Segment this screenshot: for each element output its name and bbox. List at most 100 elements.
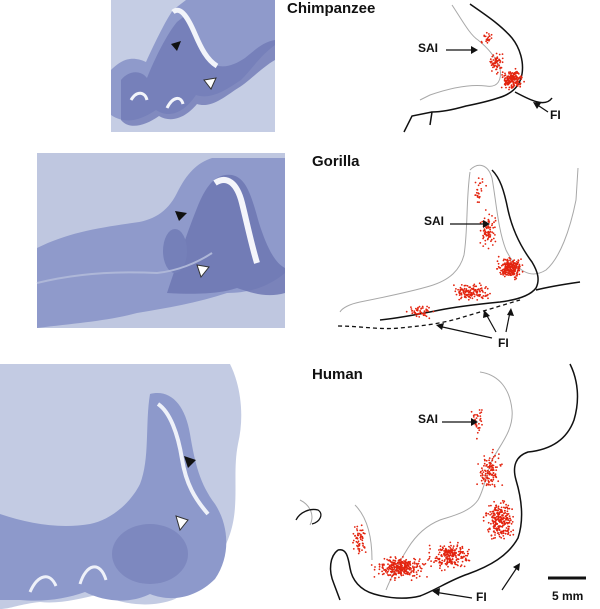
neuron-dot <box>503 75 506 77</box>
neuron-dot <box>471 297 474 300</box>
neuron-dot <box>462 555 465 558</box>
neuron-dot <box>513 262 516 265</box>
neuron-dot <box>418 558 421 560</box>
neuron-dot <box>512 271 514 274</box>
neuron-dot <box>414 558 417 561</box>
neuron-dot <box>478 196 481 199</box>
neuron-dot <box>509 259 511 262</box>
neuron-dot <box>488 527 491 530</box>
neuron-dot <box>440 562 443 565</box>
chimpanzee-title: Chimpanzee <box>287 0 376 17</box>
sai-arrowhead-icon <box>471 46 478 54</box>
neuron-dot <box>363 532 366 535</box>
neuron-dot <box>492 448 494 451</box>
neuron-dot <box>510 78 513 81</box>
neuron-dot <box>456 563 458 566</box>
neuron-dot <box>467 293 470 296</box>
neuron-dot <box>488 470 491 473</box>
neuron-dot <box>418 565 421 568</box>
neuron-dot <box>496 509 498 512</box>
neuron-dot <box>443 569 446 571</box>
neuron-dot <box>484 459 486 462</box>
neuron-dot <box>490 240 492 243</box>
neuron-dot <box>512 262 515 264</box>
neuron-dot <box>487 483 490 486</box>
neuron-dot <box>378 565 381 568</box>
neuron-dot <box>483 462 486 465</box>
neuron-dot <box>475 191 478 194</box>
neuron-dot <box>500 86 503 89</box>
neuron-dot <box>459 286 462 289</box>
neuron-dot <box>490 37 493 39</box>
neuron-dot <box>504 269 506 272</box>
neuron-dot <box>356 537 359 540</box>
neuron-dot <box>496 466 498 468</box>
neuron-dot <box>472 291 475 293</box>
neuron-dot <box>506 512 508 515</box>
neuron-dot <box>357 548 359 550</box>
neuron-dot <box>449 541 452 544</box>
neuron-dot <box>488 459 490 462</box>
neuron-dot <box>423 310 426 313</box>
neuron-dot <box>517 73 520 75</box>
neuron-dot <box>480 474 482 477</box>
neuron-dot <box>491 459 494 462</box>
neuron-dot <box>482 245 485 248</box>
neuron-dot <box>523 80 525 83</box>
neuron-dot <box>446 555 448 558</box>
neuron-dot <box>391 570 394 573</box>
neuron-dot <box>386 567 389 570</box>
neuron-dot <box>404 560 406 563</box>
neuron-dot <box>417 306 419 309</box>
neuron-dot <box>352 539 355 542</box>
neuron-dot <box>470 410 473 413</box>
neuron-dot <box>509 273 511 275</box>
neuron-dot <box>457 288 459 291</box>
neuron-dot <box>383 564 385 566</box>
neuron-dot <box>406 573 409 575</box>
neuron-dot <box>485 40 487 43</box>
chimpanzee-section-image <box>111 0 275 132</box>
neuron-dot <box>463 293 466 295</box>
human-title: Human <box>312 366 363 383</box>
neuron-dot <box>494 516 497 519</box>
fi-arrow-3 <box>505 311 511 333</box>
neuron-dot <box>491 244 494 246</box>
neuron-dot <box>427 559 429 561</box>
neuron-dot <box>415 571 418 573</box>
neuron-dot <box>481 423 483 426</box>
neuron-dot <box>493 221 495 224</box>
neuron-dot <box>483 477 485 480</box>
neuron-dot <box>492 469 495 471</box>
neuron-dot <box>418 575 421 578</box>
neuron-dot <box>491 464 493 467</box>
neuron-dot <box>480 284 482 287</box>
neuron-dot <box>446 553 448 556</box>
neuron-dot <box>493 484 496 486</box>
neuron-dot <box>473 283 476 286</box>
neuron-dot <box>500 510 503 513</box>
neuron-dot <box>446 550 449 553</box>
neuron-dot <box>506 506 509 509</box>
neuron-dot <box>480 190 483 192</box>
neuron-dot <box>486 41 489 44</box>
neuron-dot <box>467 552 469 555</box>
neuron-dot <box>466 554 469 557</box>
neuron-dot <box>361 539 364 542</box>
neuron-dot <box>467 296 470 298</box>
neuron-dot <box>489 58 492 61</box>
neuron-dot <box>410 579 413 582</box>
neuron-dot <box>518 76 521 79</box>
neuron-dot <box>495 522 498 525</box>
neuron-dot <box>501 76 504 79</box>
fi-arrowhead-icon <box>483 310 490 318</box>
neuron-dot <box>492 521 495 524</box>
neuron-dot <box>435 555 438 558</box>
neuron-dot <box>481 181 484 183</box>
neuron-dot <box>421 563 424 565</box>
neuron-dot <box>496 57 499 60</box>
neuron-dot <box>460 297 462 300</box>
neuron-dot <box>463 552 466 555</box>
neuron-dot <box>482 471 485 473</box>
neuron-dot <box>393 577 396 579</box>
